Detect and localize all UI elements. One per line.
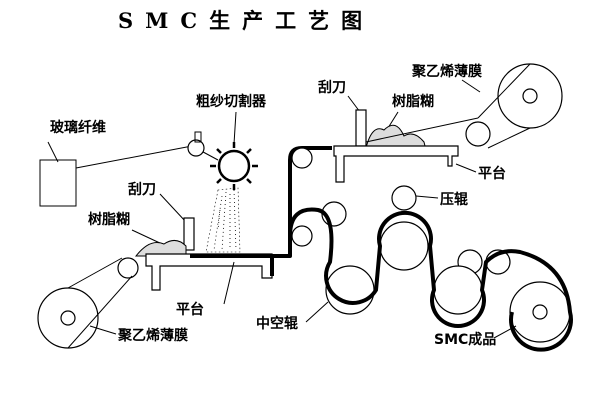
leader-resin-left xyxy=(131,229,163,245)
label-platform-left: 平台 xyxy=(176,301,204,318)
left-film-roller xyxy=(117,257,139,279)
label-pe-film-left: 聚乙烯薄膜 xyxy=(117,327,188,344)
right-film-span xyxy=(365,117,479,143)
hollow-roller-2 xyxy=(379,221,429,271)
scraper-blade-left xyxy=(183,217,195,251)
leader-smc-product xyxy=(493,325,517,339)
glass-fiber-box xyxy=(39,159,77,207)
label-pe-film-right: 聚乙烯薄膜 xyxy=(411,63,482,80)
left-film-lower xyxy=(67,275,133,349)
label-smc-product: SMC成品 xyxy=(434,331,496,348)
label-roving-cutter: 粗纱切割器 xyxy=(196,93,267,110)
leader-platform-right xyxy=(455,163,477,173)
label-hollow-roller: 中空辊 xyxy=(256,315,298,332)
fiber-strand xyxy=(75,145,193,169)
leader-roving-cutter xyxy=(233,111,237,145)
label-scraper-right: 刮刀 xyxy=(318,79,346,96)
leader-scraper-left xyxy=(159,193,187,223)
left-film-upper xyxy=(67,257,123,289)
transfer-roller-top xyxy=(291,147,313,169)
label-platform-right: 平台 xyxy=(478,165,506,182)
hollow-roller-3 xyxy=(433,265,483,315)
compaction-belt xyxy=(288,207,573,352)
label-glass-fiber: 玻璃纤维 xyxy=(50,119,106,136)
leader-glass-fiber xyxy=(47,141,59,163)
leader-scraper-right xyxy=(347,95,361,113)
pe-film-roll-left-core xyxy=(60,310,76,326)
right-film-upper xyxy=(477,63,531,119)
smc-product-roll-core xyxy=(532,304,548,320)
fiber-guide-post xyxy=(194,131,202,143)
leader-hollow-roller xyxy=(305,301,329,323)
right-film-roller xyxy=(465,121,491,147)
diagram-title: SMC生产工艺图 xyxy=(118,8,374,33)
pressure-roller xyxy=(391,185,417,211)
resin-paste-left xyxy=(134,240,187,257)
label-pressure-roller: 压辊 xyxy=(440,191,468,208)
leader-resin-right xyxy=(387,111,399,129)
pe-film-roll-right-core xyxy=(522,88,538,104)
platform-right xyxy=(333,145,459,183)
label-resin-paste-left: 树脂糊 xyxy=(88,211,130,228)
scraper-blade-right xyxy=(355,109,367,147)
leader-pe-film-left xyxy=(89,325,117,335)
resin-paste-right xyxy=(365,124,427,151)
hollow-roller-1 xyxy=(325,265,375,315)
platform-left xyxy=(145,253,273,291)
leader-platform-left xyxy=(223,261,235,305)
leader-pe-film-right xyxy=(461,79,481,93)
label-scraper-left: 刮刀 xyxy=(128,181,156,198)
fiber-guide-roller xyxy=(187,139,205,157)
roving-cutter xyxy=(210,142,258,190)
right-film-lower xyxy=(487,127,531,149)
transfer-roller-bottom xyxy=(291,225,313,247)
leader-pressure-roller xyxy=(415,195,439,199)
chopped-fiber-stream xyxy=(205,187,241,253)
label-resin-paste-right: 树脂糊 xyxy=(392,93,434,110)
